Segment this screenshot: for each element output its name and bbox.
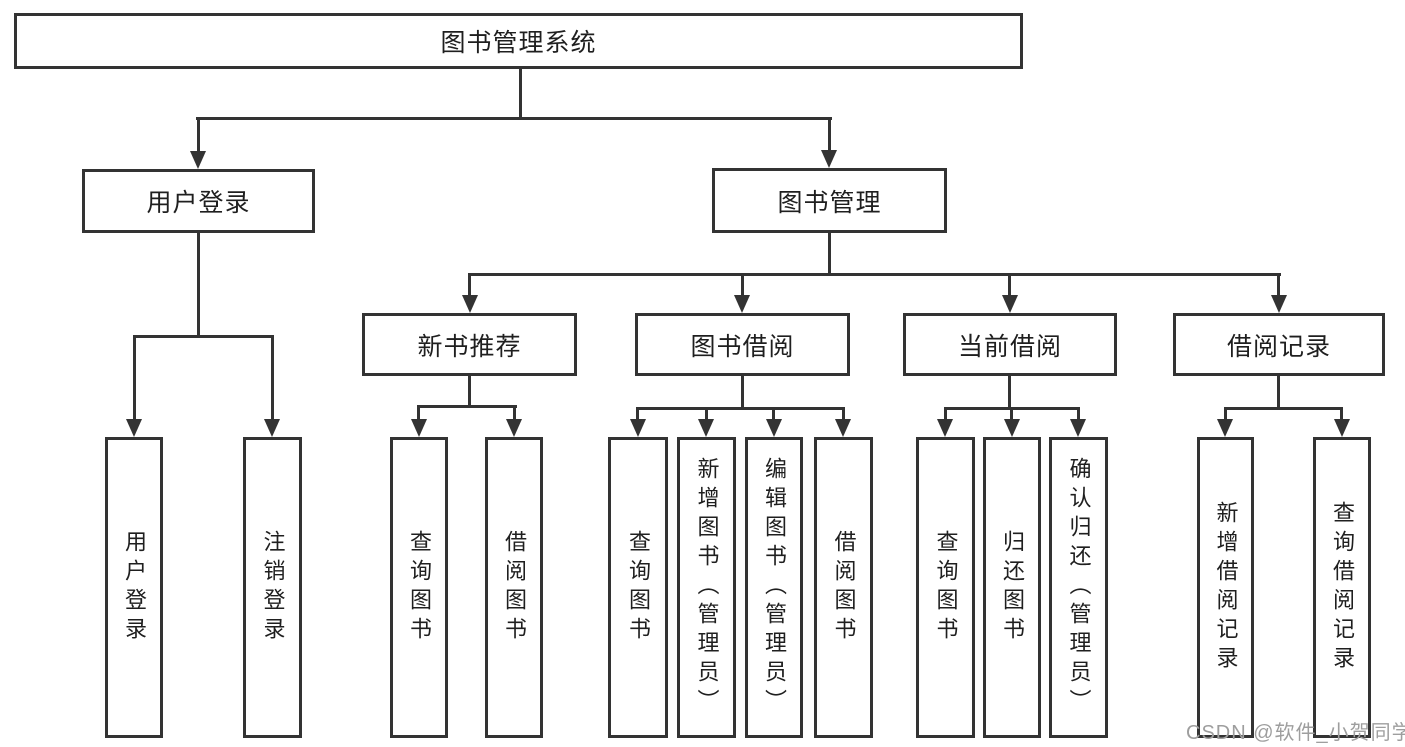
connector-line [417,405,420,421]
arrow-head [1271,295,1287,313]
arrow-head [1217,419,1233,437]
connector-line [468,376,471,408]
leaf-user-login: 用户登录 [105,437,163,738]
connector-line [828,117,831,154]
connector-line [828,233,831,275]
connector-line [636,407,845,410]
connector-line [468,273,1281,276]
node-user-login: 用户登录 [82,169,315,233]
arrow-head [821,150,837,168]
node-current-borrowing: 当前借阅 [903,313,1117,376]
connector-line [772,407,775,421]
connector-line [468,273,471,298]
node-book-borrowing: 图书借阅 [635,313,850,376]
connector-line [741,376,744,409]
connector-line [519,68,522,118]
leaf-query-books-recommend: 查询图书 [390,437,448,738]
arrow-head [506,419,522,437]
connector-line [1224,407,1343,410]
connector-line [636,407,639,421]
node-book-management: 图书管理 [712,168,947,233]
connector-line [513,405,516,421]
node-borrowing-records: 借阅记录 [1173,313,1385,376]
arrow-head [126,419,142,437]
node-new-book-recommendation: 新书推荐 [362,313,577,376]
leaf-logout: 注销登录 [243,437,302,738]
leaf-add-borrow-record: 新增借阅记录 [1197,437,1254,738]
arrow-head [835,419,851,437]
arrow-head [734,295,750,313]
leaf-query-books-current: 查询图书 [916,437,975,738]
arrow-head [462,295,478,313]
leaf-borrow-books: 借阅图书 [814,437,873,738]
csdn-watermark: CSDN @软件_小贺同学 [1186,722,1405,744]
connector-line [1008,376,1011,409]
leaf-query-borrow-record: 查询借阅记录 [1313,437,1371,738]
connector-line [1224,407,1227,421]
connector-line [944,407,947,421]
connector-line [196,117,832,120]
connector-line [133,335,136,421]
connector-line [1010,407,1013,421]
connector-line [705,407,708,421]
leaf-query-books-borrowing: 查询图书 [608,437,668,738]
node-root: 图书管理系统 [14,13,1023,69]
arrow-head [1070,419,1086,437]
connector-line [133,335,274,338]
arrow-head [766,419,782,437]
arrow-head [411,419,427,437]
arrow-head [630,419,646,437]
connector-line [1277,376,1280,409]
arrow-head [264,419,280,437]
leaf-edit-books-admin: 编辑图书（管理员） [745,437,803,738]
connector-line [197,117,200,155]
arrow-head [937,419,953,437]
connector-line [1277,273,1280,298]
arrow-head [190,151,206,169]
connector-line [271,335,274,421]
arrow-head [698,419,714,437]
arrow-head [1002,295,1018,313]
leaf-add-books-admin: 新增图书（管理员） [677,437,736,738]
connector-line [417,405,517,408]
connector-line [1340,407,1343,421]
connector-line [741,273,744,298]
arrow-head [1004,419,1020,437]
arrow-head [1334,419,1350,437]
connector-line [842,407,845,421]
leaf-confirm-return-admin: 确认归还（管理员） [1049,437,1108,738]
connector-line [1077,407,1080,421]
connector-line [197,233,200,337]
leaf-return-books: 归还图书 [983,437,1041,738]
leaf-borrow-books-recommend: 借阅图书 [485,437,543,738]
connector-line [1008,273,1011,298]
